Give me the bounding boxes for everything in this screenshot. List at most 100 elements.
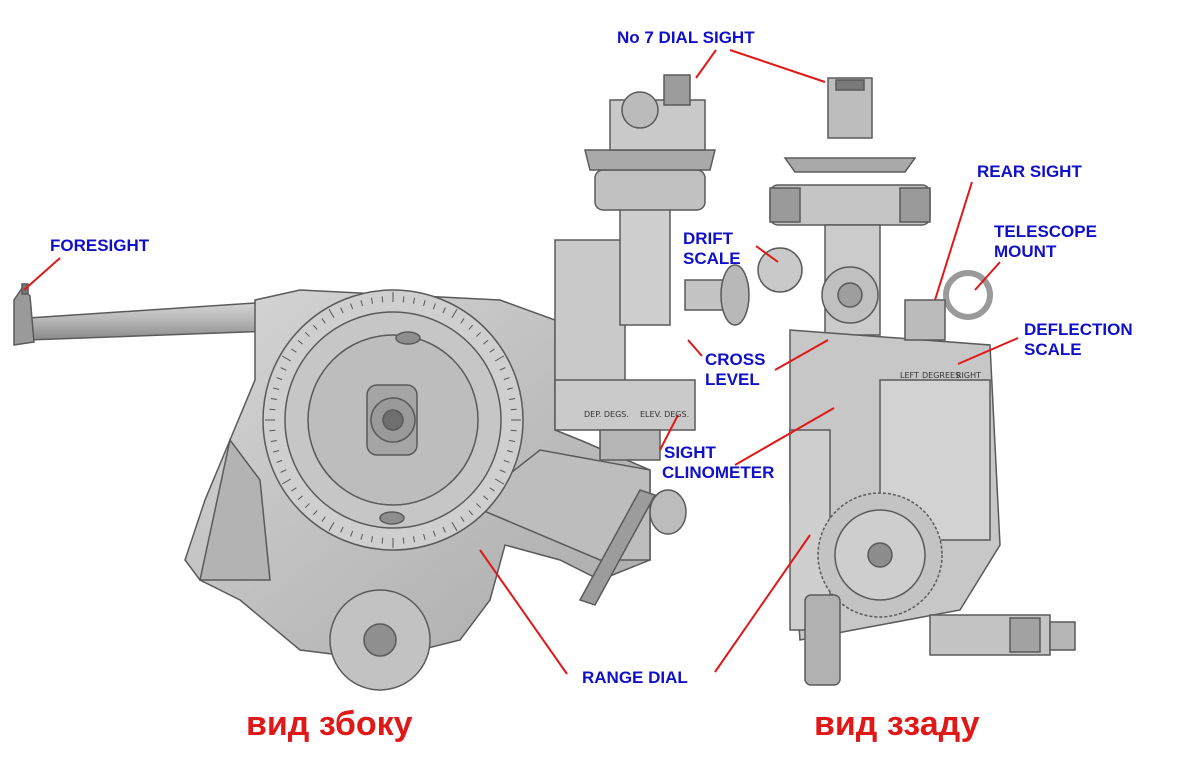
range-dial-tick <box>483 495 489 501</box>
side-view <box>13 74 750 691</box>
label-rear-sight: REAR SIGHT <box>977 162 1082 181</box>
range-dial-tick <box>321 516 326 522</box>
leader-foresight <box>23 257 61 291</box>
label-range-dial: RANGE DIAL <box>582 668 688 687</box>
leader-rear-sight <box>934 181 973 301</box>
deflection-right-label: RIGHT <box>956 371 981 380</box>
label-cross-line2: LEVEL <box>705 370 760 389</box>
range-dial-tick <box>489 348 495 353</box>
label-drift-scale: DRIFT SCALE <box>683 229 741 269</box>
range-dial-tick <box>340 307 344 314</box>
rear-gear <box>817 492 943 618</box>
range-dial-tick <box>350 303 354 310</box>
range-dial-tick <box>304 503 310 509</box>
range-dial-tick <box>412 297 416 304</box>
leader-dial-sight-left <box>695 49 717 79</box>
engraved-texts: DEP. DEGS. ELEV. DEGS. LEFT DEGREES RIGH… <box>584 371 981 419</box>
range-dial-tick <box>291 348 297 353</box>
leader-cross-level-left <box>687 339 703 357</box>
label-cross-level: CROSS LEVEL <box>705 350 765 390</box>
range-dial-tick <box>460 516 465 522</box>
range-dial-tick <box>281 478 292 485</box>
range-dial-tick <box>468 510 474 516</box>
range-dial-tick <box>270 397 277 401</box>
range-dial-tick <box>350 530 354 537</box>
range-dial-tick <box>510 408 517 411</box>
leader-dial-sight-right <box>729 49 826 83</box>
range-dial-tick <box>402 537 405 544</box>
range-dial-tick <box>476 331 482 337</box>
leader-clinometer-left <box>659 414 679 451</box>
range-dial-tick <box>510 429 517 432</box>
range-dial-tick <box>509 397 516 401</box>
range-dial-tick <box>460 318 465 324</box>
range-dial-graphic <box>262 289 524 551</box>
range-dial-tick <box>269 429 276 432</box>
range-dial-tick <box>281 355 292 362</box>
range-dial-tick <box>276 377 283 381</box>
leader-lines <box>23 49 1019 675</box>
range-dial-tick <box>483 339 489 345</box>
range-dial-tick <box>370 536 374 543</box>
range-dial-tick <box>328 521 335 532</box>
range-dial-tick <box>412 536 416 543</box>
range-dial-tick <box>328 308 335 319</box>
label-foresight: FORESIGHT <box>50 236 150 255</box>
label-clino-line2: CLINOMETER <box>662 463 775 482</box>
range-dial-tick <box>468 324 474 330</box>
range-dial-tick <box>506 387 513 390</box>
label-cross-line1: CROSS <box>705 350 766 369</box>
range-dial-tick <box>381 537 384 544</box>
label-drift-line2: SCALE <box>683 249 741 268</box>
label-sight-clinometer: SIGHT CLINOMETER <box>662 443 774 483</box>
range-dial-tick <box>269 408 276 411</box>
range-dial-tick <box>423 300 426 307</box>
range-dial-tick <box>476 503 482 509</box>
rear-handwheel <box>804 594 1076 686</box>
caption-side-view: вид збоку <box>246 705 413 743</box>
leader-range-dial-right <box>714 534 811 673</box>
rear-view <box>757 77 1076 686</box>
range-dial-tick <box>451 521 458 532</box>
range-dial-tick <box>340 526 344 533</box>
clinometer-elev-label: ELEV. DEGS. <box>640 410 689 419</box>
label-dial-sight: No 7 DIAL SIGHT <box>617 28 755 47</box>
label-clino-line1: SIGHT <box>664 443 716 462</box>
clinometer-dep-label: DEP. DEGS. <box>584 410 629 419</box>
side-dial-sight <box>554 74 750 391</box>
range-dial-tick <box>370 297 374 304</box>
range-dial-tick <box>506 450 513 453</box>
range-dial-tick <box>270 439 277 443</box>
range-dial-tick <box>432 530 436 537</box>
side-clinometer <box>554 379 696 461</box>
range-dial-tick <box>312 324 318 330</box>
range-dial-tick <box>499 469 506 473</box>
leader-range-dial-left <box>479 549 568 675</box>
label-drift-line1: DRIFT <box>683 229 734 248</box>
label-telescope-mount: TELESCOPE MOUNT <box>994 222 1097 262</box>
range-dial-tick <box>503 459 510 463</box>
range-dial-tick <box>442 526 446 533</box>
leader-telescope-mount <box>974 261 1001 291</box>
range-dial-tick <box>321 318 326 324</box>
label-deflection-scale: DEFLECTION SCALE <box>1024 320 1133 360</box>
range-dial-tick <box>494 355 505 362</box>
drift-scale-drum <box>757 247 879 324</box>
range-dial-tick <box>312 510 318 516</box>
range-dial-tick <box>423 533 426 540</box>
range-dial-tick <box>304 331 310 337</box>
label-deflection-line2: SCALE <box>1024 340 1082 359</box>
caption-rear-view: вид ззаду <box>814 705 980 743</box>
range-dial-tick <box>442 307 446 314</box>
range-dial-tick <box>297 339 303 345</box>
deflection-left-label: LEFT <box>900 371 919 380</box>
leader-deflection-scale <box>957 337 1019 365</box>
range-dial-tick <box>276 459 283 463</box>
side-handwheel <box>329 589 431 691</box>
side-crank <box>578 489 687 606</box>
range-dial-tick <box>494 478 505 485</box>
label-telescope-line2: MOUNT <box>994 242 1057 261</box>
range-dial-tick <box>381 296 384 303</box>
range-dial-tick <box>280 367 287 371</box>
